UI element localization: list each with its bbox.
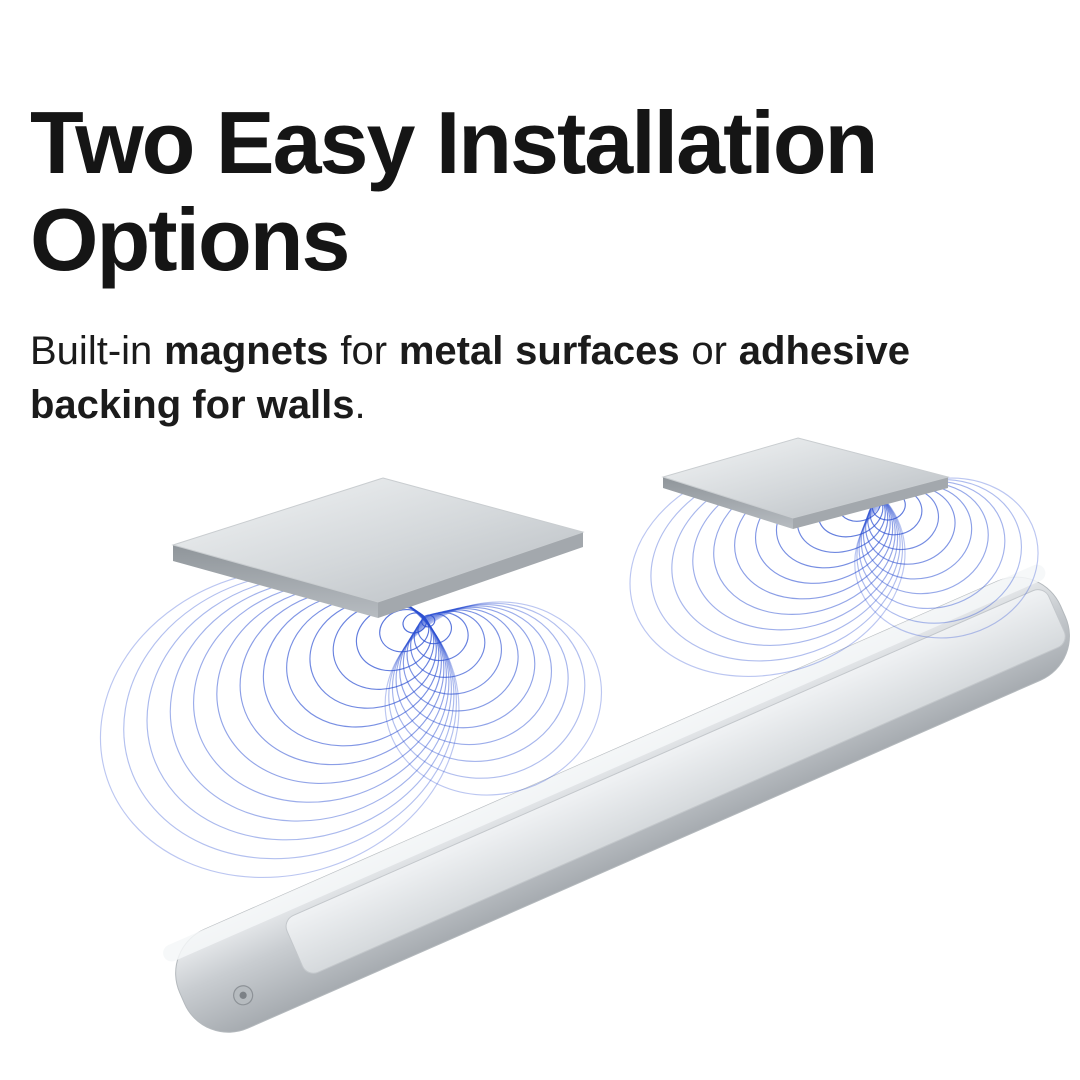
subtitle-segment-bold: magnets bbox=[164, 329, 329, 373]
field-line bbox=[388, 602, 586, 779]
subtitle-segment: . bbox=[354, 383, 366, 427]
subtitle-text: Built-in magnets for metal surfaces or a… bbox=[30, 324, 910, 432]
field-line bbox=[410, 610, 486, 678]
subtitle-segment: for bbox=[328, 329, 399, 373]
light-bar bbox=[163, 564, 1070, 1033]
subtitle-segment-bold: adhesive backing for walls bbox=[30, 329, 910, 427]
field-line bbox=[399, 606, 536, 729]
field-line bbox=[384, 601, 603, 796]
screw-icon bbox=[233, 985, 254, 1006]
page-title: Two Easy Installation Options bbox=[30, 92, 878, 289]
product-illustration bbox=[99, 437, 1070, 1033]
led-diffuser-panel bbox=[285, 589, 1066, 974]
field-line bbox=[402, 607, 519, 712]
mounting-plate-left bbox=[171, 477, 585, 618]
subtitle-segment-bold: metal surfaces bbox=[398, 329, 680, 373]
subtitle-segment: Built-in bbox=[30, 329, 165, 373]
field-line bbox=[391, 604, 569, 762]
mounting-plate-right bbox=[661, 437, 950, 529]
subtitle-segment: or bbox=[679, 329, 739, 373]
bar-top-highlight bbox=[163, 564, 1046, 962]
field-line bbox=[395, 605, 553, 746]
